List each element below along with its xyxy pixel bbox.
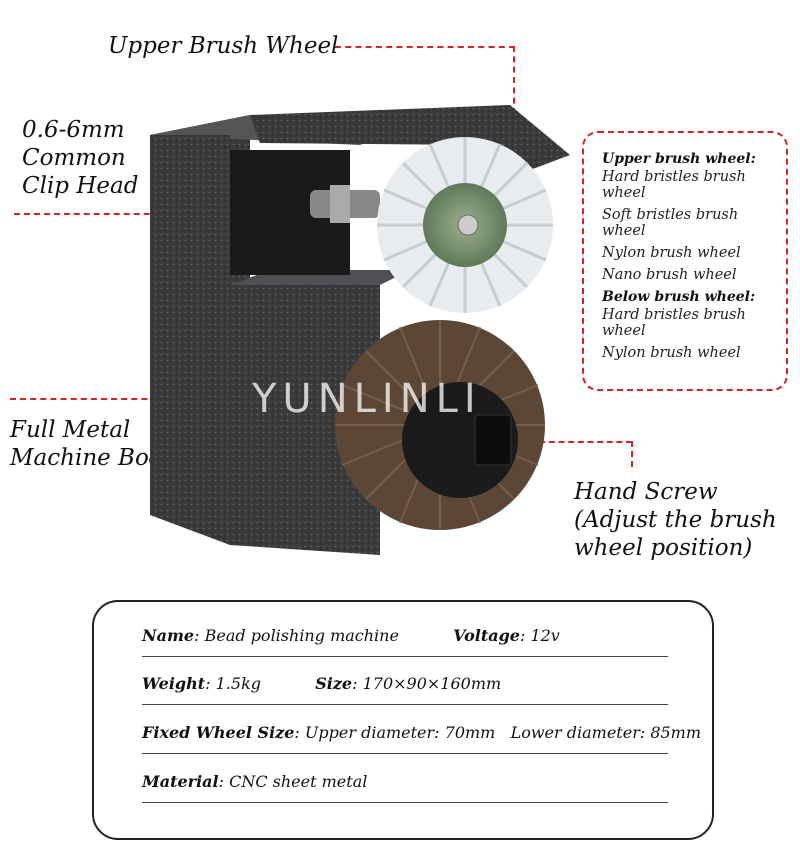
spec-row-wheel-size: Fixed Wheel Size: Upper diameter: 70mm L… (142, 723, 701, 754)
option-item: Hard bristles brush wheel (602, 169, 746, 201)
spec-row-weight: Weight: 1.5kg Size: 170×90×160mm (142, 674, 668, 705)
leader-line-screw (520, 441, 632, 443)
name-value: Bead polishing machine (204, 626, 399, 645)
body-line1: Full Metal (10, 417, 131, 443)
weight-label: Weight (142, 674, 206, 693)
weight-value: 1.5kg (215, 674, 262, 693)
machine-illustration (150, 105, 570, 555)
screw-line3: wheel position) (574, 535, 753, 561)
watermark-text: YUNLINLI (252, 376, 482, 422)
lower-brush-wheel (335, 320, 545, 530)
material-value: CNC sheet metal (229, 772, 368, 791)
spec-row-material: Material: CNC sheet metal (142, 772, 668, 803)
option-item: Nylon brush wheel (602, 245, 741, 261)
upper-options-heading: Upper brush wheel: (602, 151, 756, 167)
brush-options-box: Upper brush wheel: Hard bristles brush w… (582, 131, 788, 391)
screw-line1: Hand Screw (574, 479, 718, 505)
wheel-size-label: Fixed Wheel Size (142, 723, 295, 742)
callout-hand-screw: Hand Screw (Adjust the brush wheel posit… (574, 478, 777, 562)
name-label: Name (142, 626, 195, 645)
leader-line-body (10, 398, 208, 400)
body-line2: Machine Body (10, 445, 177, 471)
wheel-size-value: Upper diameter: 70mm Lower diameter: 85m… (304, 723, 702, 742)
lower-options-heading: Below brush wheel: (602, 289, 756, 305)
option-item: Nano brush wheel (602, 267, 737, 283)
hand-screw-knob (474, 414, 512, 466)
screw-line2: (Adjust the brush (574, 507, 777, 533)
clip-head-line2: Common (22, 145, 126, 171)
leader-line-screw-drop (631, 441, 633, 467)
callout-machine-body: Full Metal Machine Body (10, 416, 177, 472)
voltage-value: 12v (530, 626, 560, 645)
clip-head-line3: Clip Head (22, 173, 139, 199)
upper-brush-wheel (377, 137, 553, 313)
size-value: 170×90×160mm (362, 674, 502, 693)
machine-lower-body (230, 285, 380, 555)
voltage-label: Voltage (453, 626, 520, 645)
callout-clip-head: 0.6-6mm Common Clip Head (22, 116, 138, 200)
option-item: Hard bristles brush wheel (602, 307, 746, 339)
option-item: Soft bristles brush wheel (602, 207, 739, 239)
spec-row-name: Name: Bead polishing machine Voltage: 12… (142, 626, 668, 657)
clip-head-line1: 0.6-6mm (22, 117, 125, 143)
spec-card: Name: Bead polishing machine Voltage: 12… (92, 600, 714, 840)
leader-line-upper (335, 46, 515, 48)
size-label: Size (315, 674, 353, 693)
callout-upper-brush-wheel: Upper Brush Wheel (108, 33, 339, 59)
option-item: Nylon brush wheel (602, 345, 741, 361)
machine-cover (250, 105, 570, 170)
material-label: Material (142, 772, 219, 791)
